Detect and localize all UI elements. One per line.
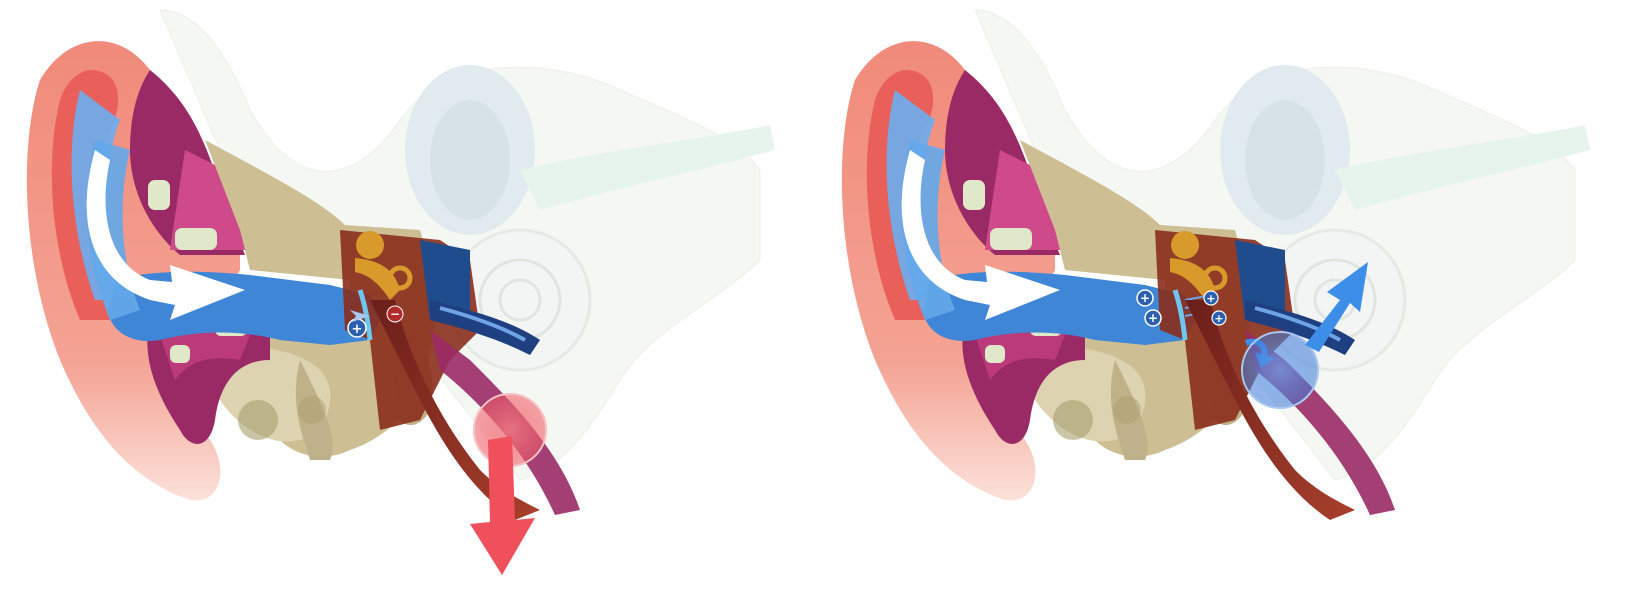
minus-circle-icon: − xyxy=(387,306,403,322)
gland-upper-2 xyxy=(990,228,1032,250)
plus-circle-icon: + xyxy=(348,319,366,337)
plus-circle-icon: + xyxy=(1212,311,1226,325)
svg-text:+: + xyxy=(1214,312,1223,325)
plus-circle-icon: + xyxy=(1137,290,1153,306)
ear-cross-section-left: + − xyxy=(0,0,814,602)
panel-right: + + + + xyxy=(815,0,1629,602)
gland-upper xyxy=(148,180,170,210)
svg-text:+: + xyxy=(352,322,363,337)
ossicle-malleus xyxy=(356,231,384,259)
gland-upper-2 xyxy=(175,228,217,250)
svg-text:+: + xyxy=(1206,292,1215,305)
ossicle-malleus xyxy=(1171,231,1199,259)
svg-text:+: + xyxy=(1148,311,1158,325)
ear-cross-section-right: + + + + xyxy=(815,0,1629,602)
svg-text:+: + xyxy=(1140,291,1150,305)
plus-circle-icon: + xyxy=(1204,291,1218,305)
plus-circle-icon: + xyxy=(1145,310,1161,326)
gland-lower xyxy=(985,345,1005,363)
gland-lower xyxy=(170,345,190,363)
panel-left: + − xyxy=(0,0,814,602)
svg-text:−: − xyxy=(390,307,400,321)
gland-upper xyxy=(963,180,985,210)
